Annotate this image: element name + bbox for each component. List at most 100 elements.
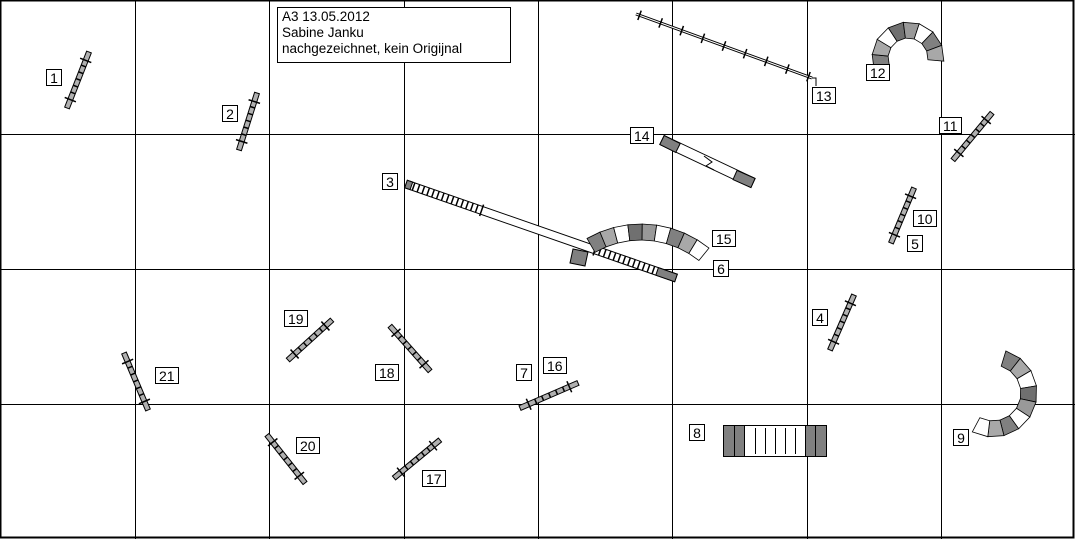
bar-stripe bbox=[133, 379, 139, 383]
tunnel-15 bbox=[586, 223, 710, 262]
long-jump-mark bbox=[703, 155, 715, 171]
wing-post bbox=[566, 380, 573, 393]
wing-post bbox=[320, 321, 330, 331]
bar-stripe bbox=[245, 119, 251, 123]
jump-1 bbox=[64, 50, 92, 110]
wing-post bbox=[844, 300, 857, 307]
bar-stripe bbox=[407, 345, 412, 351]
jump-2 bbox=[235, 91, 261, 152]
tunnel-segment bbox=[627, 223, 643, 242]
bar-stripe bbox=[836, 326, 842, 331]
contact-stripe bbox=[460, 199, 465, 208]
obstacle-number-16: 16 bbox=[543, 357, 567, 374]
obstacle-number-11: 11 bbox=[939, 117, 962, 134]
bar-stripe bbox=[404, 465, 409, 471]
tunnel-9 bbox=[971, 350, 1037, 438]
obstacle-number-3: 3 bbox=[382, 173, 398, 190]
weave-pole bbox=[806, 71, 811, 82]
bar-stripe bbox=[833, 333, 840, 337]
bar-stripe bbox=[278, 450, 284, 455]
obstacle-number-18: 18 bbox=[375, 364, 399, 381]
weave-pole bbox=[784, 64, 790, 74]
obstacle-number-19: 19 bbox=[284, 310, 308, 327]
weave-pole bbox=[742, 48, 748, 59]
jump-20 bbox=[264, 432, 308, 486]
contact-stripe bbox=[636, 261, 641, 270]
contact-stripe bbox=[602, 249, 607, 258]
bar-stripe bbox=[249, 105, 256, 109]
bar-stripe bbox=[561, 386, 566, 392]
obstacle-8-end bbox=[815, 425, 827, 457]
contact-end bbox=[655, 267, 678, 283]
contact-stripe bbox=[416, 184, 421, 193]
wing-post bbox=[290, 349, 300, 359]
bar-stripe bbox=[416, 356, 422, 362]
bar-stripe bbox=[70, 91, 76, 95]
contact-stripe bbox=[617, 254, 622, 263]
obstacle-8 bbox=[723, 425, 827, 457]
wing-post bbox=[267, 437, 278, 447]
dog-walk-3-6 bbox=[404, 179, 678, 283]
bar-stripe bbox=[297, 346, 303, 352]
bar-stripe bbox=[894, 226, 900, 230]
bar-stripe bbox=[127, 365, 133, 369]
jump-4 bbox=[827, 293, 857, 352]
course-note: nachgezeichnet, kein Origijnal bbox=[282, 41, 463, 56]
bar-stripe bbox=[415, 456, 420, 462]
contact-stripe bbox=[421, 185, 426, 195]
wing-post bbox=[396, 467, 406, 478]
weave-pole bbox=[763, 56, 769, 67]
bar-stripe bbox=[397, 335, 403, 340]
bar-stripe bbox=[845, 307, 851, 311]
weave-pole bbox=[658, 18, 664, 28]
jump-10 bbox=[888, 186, 917, 245]
obstacle-number-4: 4 bbox=[812, 309, 828, 326]
obstacle-number-14: 14 bbox=[630, 127, 654, 144]
wing-post bbox=[419, 359, 429, 369]
bar-stripe bbox=[420, 451, 426, 457]
wing-post bbox=[904, 193, 917, 200]
bar-stripe bbox=[274, 444, 279, 450]
obstacle-number-21: 21 bbox=[155, 367, 179, 384]
jump-16 bbox=[518, 380, 580, 411]
bar-stripe bbox=[75, 77, 81, 82]
bar-stripe bbox=[540, 395, 545, 401]
weave-pole bbox=[721, 41, 727, 51]
bar-stripe bbox=[902, 206, 909, 211]
contact-stripe bbox=[440, 192, 445, 201]
bar-stripe bbox=[241, 133, 247, 137]
contact-stripe bbox=[651, 266, 656, 275]
wing-post bbox=[827, 338, 840, 345]
contact-stripe bbox=[445, 194, 450, 203]
tunnel-15-block bbox=[569, 248, 589, 267]
contact-stripe bbox=[631, 259, 636, 268]
tunnel-12 bbox=[871, 21, 945, 71]
bar-stripe bbox=[130, 372, 136, 376]
wing-post bbox=[888, 231, 901, 238]
obstacle-number-13: 13 bbox=[812, 87, 836, 104]
bar-stripe bbox=[842, 313, 848, 318]
wing-post bbox=[235, 138, 248, 144]
bar-stripe bbox=[313, 332, 318, 338]
contact-stripe bbox=[626, 257, 632, 266]
bar-stripe bbox=[287, 462, 293, 467]
course-info-box: A3 13.05.2012 Sabine Janku nachgezeichne… bbox=[277, 7, 511, 63]
bar-stripe bbox=[243, 126, 249, 130]
wing-post bbox=[391, 328, 401, 338]
obstacle-number-8: 8 bbox=[689, 424, 705, 441]
contact-stripe bbox=[646, 264, 651, 273]
obstacle-8-end bbox=[723, 425, 735, 457]
contact-stripe bbox=[411, 182, 416, 191]
weave-end bbox=[812, 77, 817, 86]
bar-stripe bbox=[412, 351, 417, 356]
long-jump-14 bbox=[659, 134, 756, 189]
bar-stripe bbox=[533, 398, 538, 404]
bar-stripe bbox=[78, 71, 84, 75]
contact-stripe bbox=[435, 191, 440, 200]
tunnel-segment bbox=[926, 44, 945, 62]
weave-pole bbox=[679, 25, 685, 36]
bar-stripe bbox=[302, 342, 308, 347]
plank-joint bbox=[478, 204, 485, 217]
wing-post bbox=[79, 57, 92, 64]
